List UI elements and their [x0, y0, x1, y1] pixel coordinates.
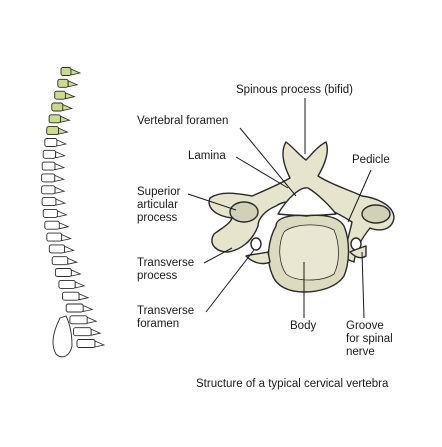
- leader-lines: [187, 98, 372, 319]
- label-spinous-process: Spinous process (bifid): [236, 84, 353, 96]
- spine-vertebra: [44, 138, 58, 147]
- spine-spinous-process: [86, 316, 98, 324]
- spine-vertebra: [60, 67, 72, 76]
- spine-spinous-process: [58, 127, 69, 135]
- label-pedicle: Pedicle: [352, 154, 390, 166]
- spine-column: [41, 67, 106, 358]
- label-groove-line1: Groove: [346, 320, 384, 332]
- label-groove-line2: for spinal: [346, 333, 393, 345]
- left-anterior-tubercle: [245, 251, 271, 265]
- figure-caption: Structure of a typical cervical vertebra: [196, 378, 389, 390]
- lamina-leader: [235, 156, 289, 189]
- spine-spinous-process: [54, 186, 66, 194]
- spine-vertebra: [57, 78, 69, 88]
- spine-vertebra: [41, 173, 56, 183]
- label-transverse-foramen-line1: Transverse: [137, 305, 195, 317]
- spine-spinous-process: [67, 257, 79, 265]
- spine-vertebra: [73, 327, 92, 337]
- label-superior-line3: process: [137, 212, 178, 224]
- spine-vertebra: [51, 256, 69, 266]
- label-transverse-process-line1: Transverse: [137, 257, 195, 269]
- left-articular-facet: [229, 201, 259, 223]
- transverse-foramen-leader: [205, 249, 255, 313]
- spine-spinous-process: [70, 68, 82, 76]
- spine-vertebra: [51, 102, 64, 112]
- spine-vertebra: [46, 232, 63, 242]
- spine-vertebra: [42, 208, 58, 218]
- left-transverse-foramen: [250, 237, 262, 251]
- spine-vertebra: [58, 279, 76, 289]
- label-transverse-process-line2: process: [137, 270, 178, 282]
- pedicle-leader: [347, 169, 372, 223]
- spine-vertebra: [69, 315, 88, 325]
- spine-spinous-process: [67, 80, 79, 88]
- label-superior-line2: articular: [137, 199, 178, 211]
- spine-spinous-process: [56, 139, 68, 147]
- spine-vertebra: [54, 90, 66, 100]
- label-lamina: Lamina: [188, 150, 226, 162]
- spine-spinous-process: [82, 304, 94, 312]
- label-groove-line3: nerve: [346, 346, 375, 358]
- spine-spinous-process: [74, 281, 86, 289]
- spine-spinous-process: [61, 233, 72, 242]
- label-superior-articular-process: Superior articular process: [137, 186, 180, 225]
- spine-spinous-process: [71, 269, 82, 277]
- spine-vertebra: [54, 268, 72, 277]
- spine-spinous-process: [94, 340, 106, 348]
- right-articular-facet: [361, 204, 391, 224]
- spine-vertebra: [76, 339, 96, 348]
- spine-spinous-process: [55, 151, 66, 159]
- spine-vertebra: [48, 114, 61, 124]
- label-vertebral-foramen: Vertebral foramen: [137, 115, 229, 127]
- spine-vertebra: [41, 185, 56, 195]
- spine-vertebra: [46, 126, 59, 136]
- label-superior-line1: Superior: [137, 186, 181, 198]
- spine-vertebra: [41, 197, 57, 207]
- spine-vertebra: [62, 291, 80, 301]
- spine-spinous-process: [55, 198, 67, 206]
- spine-vertebra: [42, 149, 57, 159]
- spine-spinous-process: [54, 162, 66, 171]
- label-transverse-foramen: Transverse foramen: [137, 305, 194, 331]
- spine-spinous-process: [90, 328, 102, 336]
- transverse-process-leader: [203, 247, 233, 264]
- spine-vertebra: [48, 244, 66, 254]
- spine-spinous-process: [64, 245, 75, 253]
- groove-leader: [361, 251, 365, 319]
- spine-vertebra: [65, 303, 84, 313]
- spine-vertebra: [44, 220, 60, 230]
- spine-spinous-process: [60, 115, 71, 123]
- spine-spinous-process: [65, 92, 76, 100]
- vertebra-illustration: [208, 141, 395, 293]
- label-transverse-foramen-line2: foramen: [137, 318, 180, 330]
- spine-spinous-process: [57, 210, 68, 218]
- spine-spinous-process: [58, 222, 70, 230]
- label-groove-for-spinal-nerve: Groove for spinal nerve: [346, 320, 393, 359]
- spine-spinous-process: [78, 293, 90, 301]
- body-inner-surface: [279, 224, 339, 281]
- label-body: Body: [290, 320, 317, 332]
- label-transverse-process: Transverse process: [137, 257, 194, 283]
- spine-sacrum: [52, 315, 73, 358]
- spine-spinous-process: [54, 174, 66, 182]
- superior-articular-leader: [187, 193, 237, 211]
- spine-vertebra: [41, 161, 56, 171]
- spine-spinous-process: [62, 103, 74, 111]
- vertebral-foramen-leader: [239, 127, 297, 197]
